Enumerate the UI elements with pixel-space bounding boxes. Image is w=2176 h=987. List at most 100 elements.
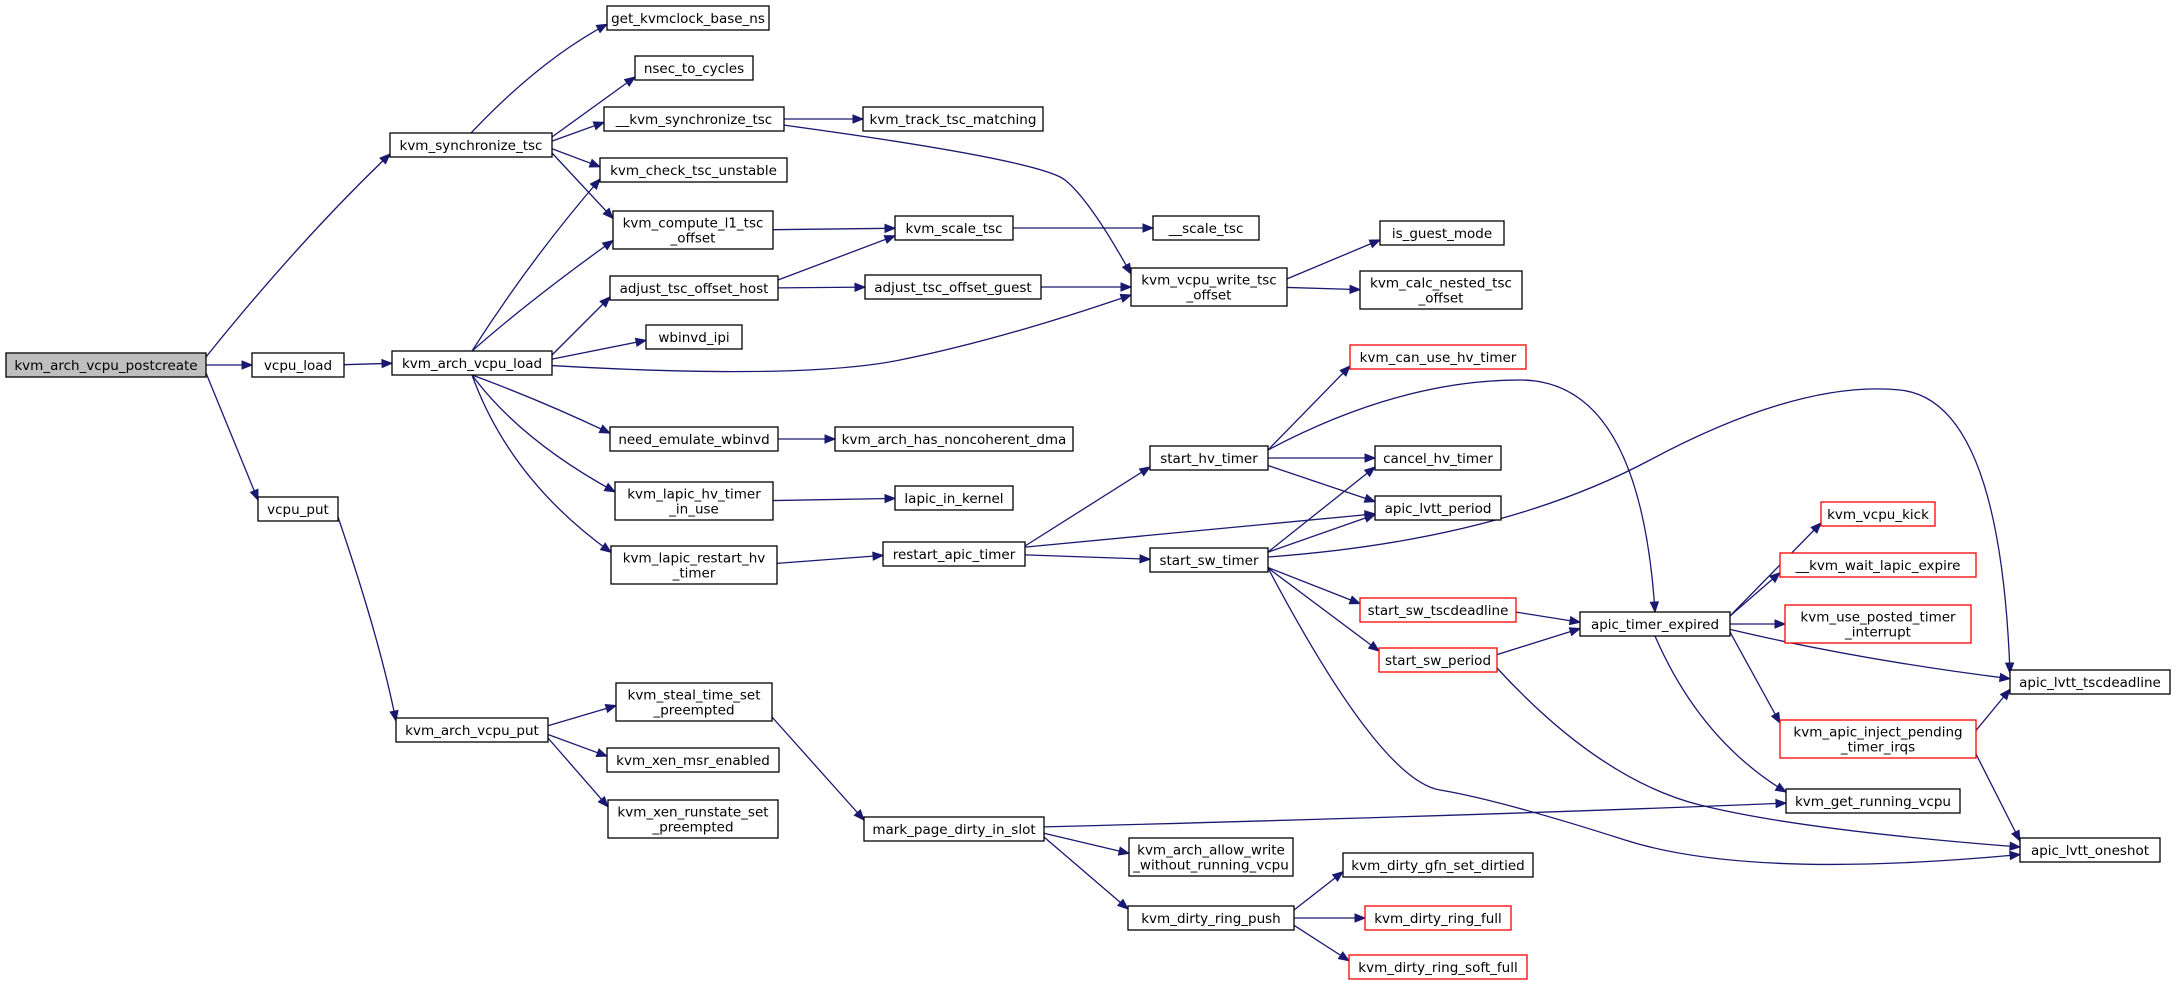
node-is-guest[interactable]: is_guest_mode xyxy=(1379,220,1505,246)
edge-sync-tsc-to-get-kvmclock xyxy=(470,23,609,134)
edge-inject-pending-to-lvtt-tscdl xyxy=(1975,688,2011,731)
node-noncoherent[interactable]: kvm_arch_has_noncoherent_dma xyxy=(834,426,1074,452)
node-sync-tsc[interactable]: kvm_synchronize_tsc xyxy=(389,132,553,158)
node-adjust-guest[interactable]: adjust_tsc_offset_guest xyxy=(864,274,1042,300)
edge-scale-tsc-to-scale-tsc xyxy=(1013,223,1155,233)
node-box xyxy=(1378,647,1498,673)
edge-sync-tsc-to-sync-tsc xyxy=(551,121,606,142)
node-nsec-cycles[interactable]: nsec_to_cycles xyxy=(634,55,754,81)
node-label: adjust_tsc_offset_guest xyxy=(874,280,1031,296)
node-get-kvmclock[interactable]: get_kvmclock_base_ns xyxy=(606,5,770,31)
node-xen-runstate[interactable]: kvm_xen_runstate_set_preempted xyxy=(607,799,779,839)
node-calc-nested[interactable]: kvm_calc_nested_tsc_offset xyxy=(1359,270,1523,310)
node-label: mark_page_dirty_in_slot xyxy=(872,822,1035,838)
node-restart-apic[interactable]: restart_apic_timer xyxy=(882,541,1026,567)
node-label: kvm_synchronize_tsc xyxy=(400,138,543,154)
edge-arch-load-to-check-unstable xyxy=(471,177,601,352)
node-box xyxy=(603,106,785,132)
node-box xyxy=(864,274,1042,300)
edge-adjust-host-to-adjust-guest xyxy=(777,282,867,292)
node-vcpu-load[interactable]: vcpu_load xyxy=(251,352,345,378)
edge-start-hv-to-lvtt-period xyxy=(1267,464,1377,503)
node-scale-tsc[interactable]: __scale_tsc xyxy=(1152,215,1260,241)
node-ring-push[interactable]: kvm_dirty_ring_push xyxy=(1127,905,1295,931)
edge-timer-expired-to-lvtt-tscdl xyxy=(1729,628,2012,683)
node-box xyxy=(257,496,339,522)
node-label: is_guest_mode xyxy=(1392,226,1492,242)
node-label: kvm_get_running_vcpu xyxy=(1795,794,1951,810)
node-cancel-hv[interactable]: cancel_hv_timer xyxy=(1374,445,1502,471)
node-ring-full[interactable]: kvm_dirty_ring_full xyxy=(1364,905,1512,931)
node-start-hv[interactable]: start_hv_timer xyxy=(1149,445,1269,471)
node-label: wbinvd_ipi xyxy=(658,330,729,346)
node-lvtt-period[interactable]: apic_lvtt_period xyxy=(1374,495,1502,521)
node-label: kvm_use_posted_timer xyxy=(1800,610,1956,626)
node-wait-lapic[interactable]: __kvm_wait_lapic_expire xyxy=(1779,552,1977,578)
node-postcreate[interactable]: kvm_arch_vcpu_postcreate xyxy=(5,352,207,378)
edge-sw-period-to-lvtt-oneshot xyxy=(1496,667,2022,851)
node-adjust-host[interactable]: adjust_tsc_offset_host xyxy=(609,275,779,301)
node-running-vcpu[interactable]: kvm_get_running_vcpu xyxy=(1785,788,1961,814)
node-label: _preempted xyxy=(651,820,733,836)
node-label: start_hv_timer xyxy=(1160,451,1258,467)
node-lvtt-tscdl[interactable]: apic_lvtt_tscdeadline xyxy=(2009,669,2171,695)
node-sync-tsc[interactable]: __kvm_synchronize_tsc xyxy=(603,106,785,132)
node-ring-soft[interactable]: kvm_dirty_ring_soft_full xyxy=(1348,954,1528,980)
node-label: kvm_steal_time_set xyxy=(628,688,761,704)
node-lapic-in-kernel[interactable]: lapic_in_kernel xyxy=(894,485,1014,511)
node-scale-tsc[interactable]: kvm_scale_tsc xyxy=(894,215,1014,241)
node-hv-in-use[interactable]: kvm_lapic_hv_timer_in_use xyxy=(614,481,774,521)
node-label: kvm_arch_has_noncoherent_dma xyxy=(842,432,1067,448)
edge-ring-push-to-ring-full xyxy=(1294,913,1367,923)
node-allow-write[interactable]: kvm_arch_allow_write_without_running_vcp… xyxy=(1128,837,1294,877)
edge-timer-expired-to-running-vcpu xyxy=(1654,635,1788,793)
node-start-sw[interactable]: start_sw_timer xyxy=(1149,547,1269,573)
node-posted-timer[interactable]: kvm_use_posted_timer_interrupt xyxy=(1784,604,1972,644)
edge-sw-period-to-timer-expired xyxy=(1496,627,1582,656)
node-timer-expired[interactable]: apic_timer_expired xyxy=(1579,611,1731,637)
node-label: _without_running_vcpu xyxy=(1132,858,1289,874)
node-box xyxy=(1779,719,1977,759)
node-steal-time[interactable]: kvm_steal_time_set_preempted xyxy=(615,682,773,722)
node-track-tsc[interactable]: kvm_track_tsc_matching xyxy=(862,106,1044,132)
node-write-tsc[interactable]: kvm_vcpu_write_tsc_offset xyxy=(1130,267,1288,307)
node-arch-put[interactable]: kvm_arch_vcpu_put xyxy=(395,717,549,743)
edge-timer-expired-to-wait-lapic xyxy=(1729,571,1782,617)
node-label: kvm_dirty_ring_soft_full xyxy=(1358,960,1517,976)
node-inject-pending[interactable]: kvm_apic_inject_pending_timer_irqs xyxy=(1779,719,1977,759)
node-label: start_sw_tscdeadline xyxy=(1368,603,1509,619)
node-box xyxy=(389,132,553,158)
node-restart-hv[interactable]: kvm_lapic_restart_hv_timer xyxy=(610,545,778,585)
node-label: kvm_arch_vcpu_postcreate xyxy=(14,358,197,374)
node-arch-load[interactable]: kvm_arch_vcpu_load xyxy=(391,350,553,376)
node-box xyxy=(395,717,549,743)
node-sw-period[interactable]: start_sw_period xyxy=(1378,647,1498,673)
edge-start-sw-to-sw-tscdl xyxy=(1267,566,1362,605)
node-vcpu-put[interactable]: vcpu_put xyxy=(257,496,339,522)
node-label: _offset xyxy=(1418,291,1464,307)
node-label: _in_use xyxy=(668,502,719,518)
node-box xyxy=(1785,788,1961,814)
node-label: __scale_tsc xyxy=(1168,221,1244,237)
node-box xyxy=(251,352,345,378)
edge-timer-expired-to-posted-timer xyxy=(1730,619,1787,629)
edge-mark-dirty-to-allow-write xyxy=(1043,832,1131,856)
edge-write-tsc-to-calc-nested xyxy=(1286,284,1362,295)
node-label: kvm_can_use_hv_timer xyxy=(1360,350,1517,366)
node-sw-tscdl[interactable]: start_sw_tscdeadline xyxy=(1359,597,1517,623)
node-check-unstable[interactable]: kvm_check_tsc_unstable xyxy=(599,157,788,183)
node-mark-dirty[interactable]: mark_page_dirty_in_slot xyxy=(863,816,1045,842)
node-xen-msr[interactable]: kvm_xen_msr_enabled xyxy=(606,747,780,773)
edge-sync-tsc-to-nsec-cycles xyxy=(551,76,637,138)
edge-timer-expired-to-vcpu-kick xyxy=(1729,522,1822,617)
node-vcpu-kick[interactable]: kvm_vcpu_kick xyxy=(1820,501,1936,527)
node-label: kvm_vcpu_write_tsc xyxy=(1141,273,1276,289)
node-need-wbinvd[interactable]: need_emulate_wbinvd xyxy=(609,426,779,452)
node-can-use-hv[interactable]: kvm_can_use_hv_timer xyxy=(1349,344,1527,370)
node-wbinvd-ipi[interactable]: wbinvd_ipi xyxy=(645,324,743,350)
node-compute-l1[interactable]: kvm_compute_l1_tsc_offset xyxy=(612,210,774,250)
node-gfn-dirtied[interactable]: kvm_dirty_gfn_set_dirtied xyxy=(1342,852,1534,878)
node-box xyxy=(1579,611,1731,637)
node-lvtt-oneshot[interactable]: apic_lvtt_oneshot xyxy=(2019,837,2161,863)
